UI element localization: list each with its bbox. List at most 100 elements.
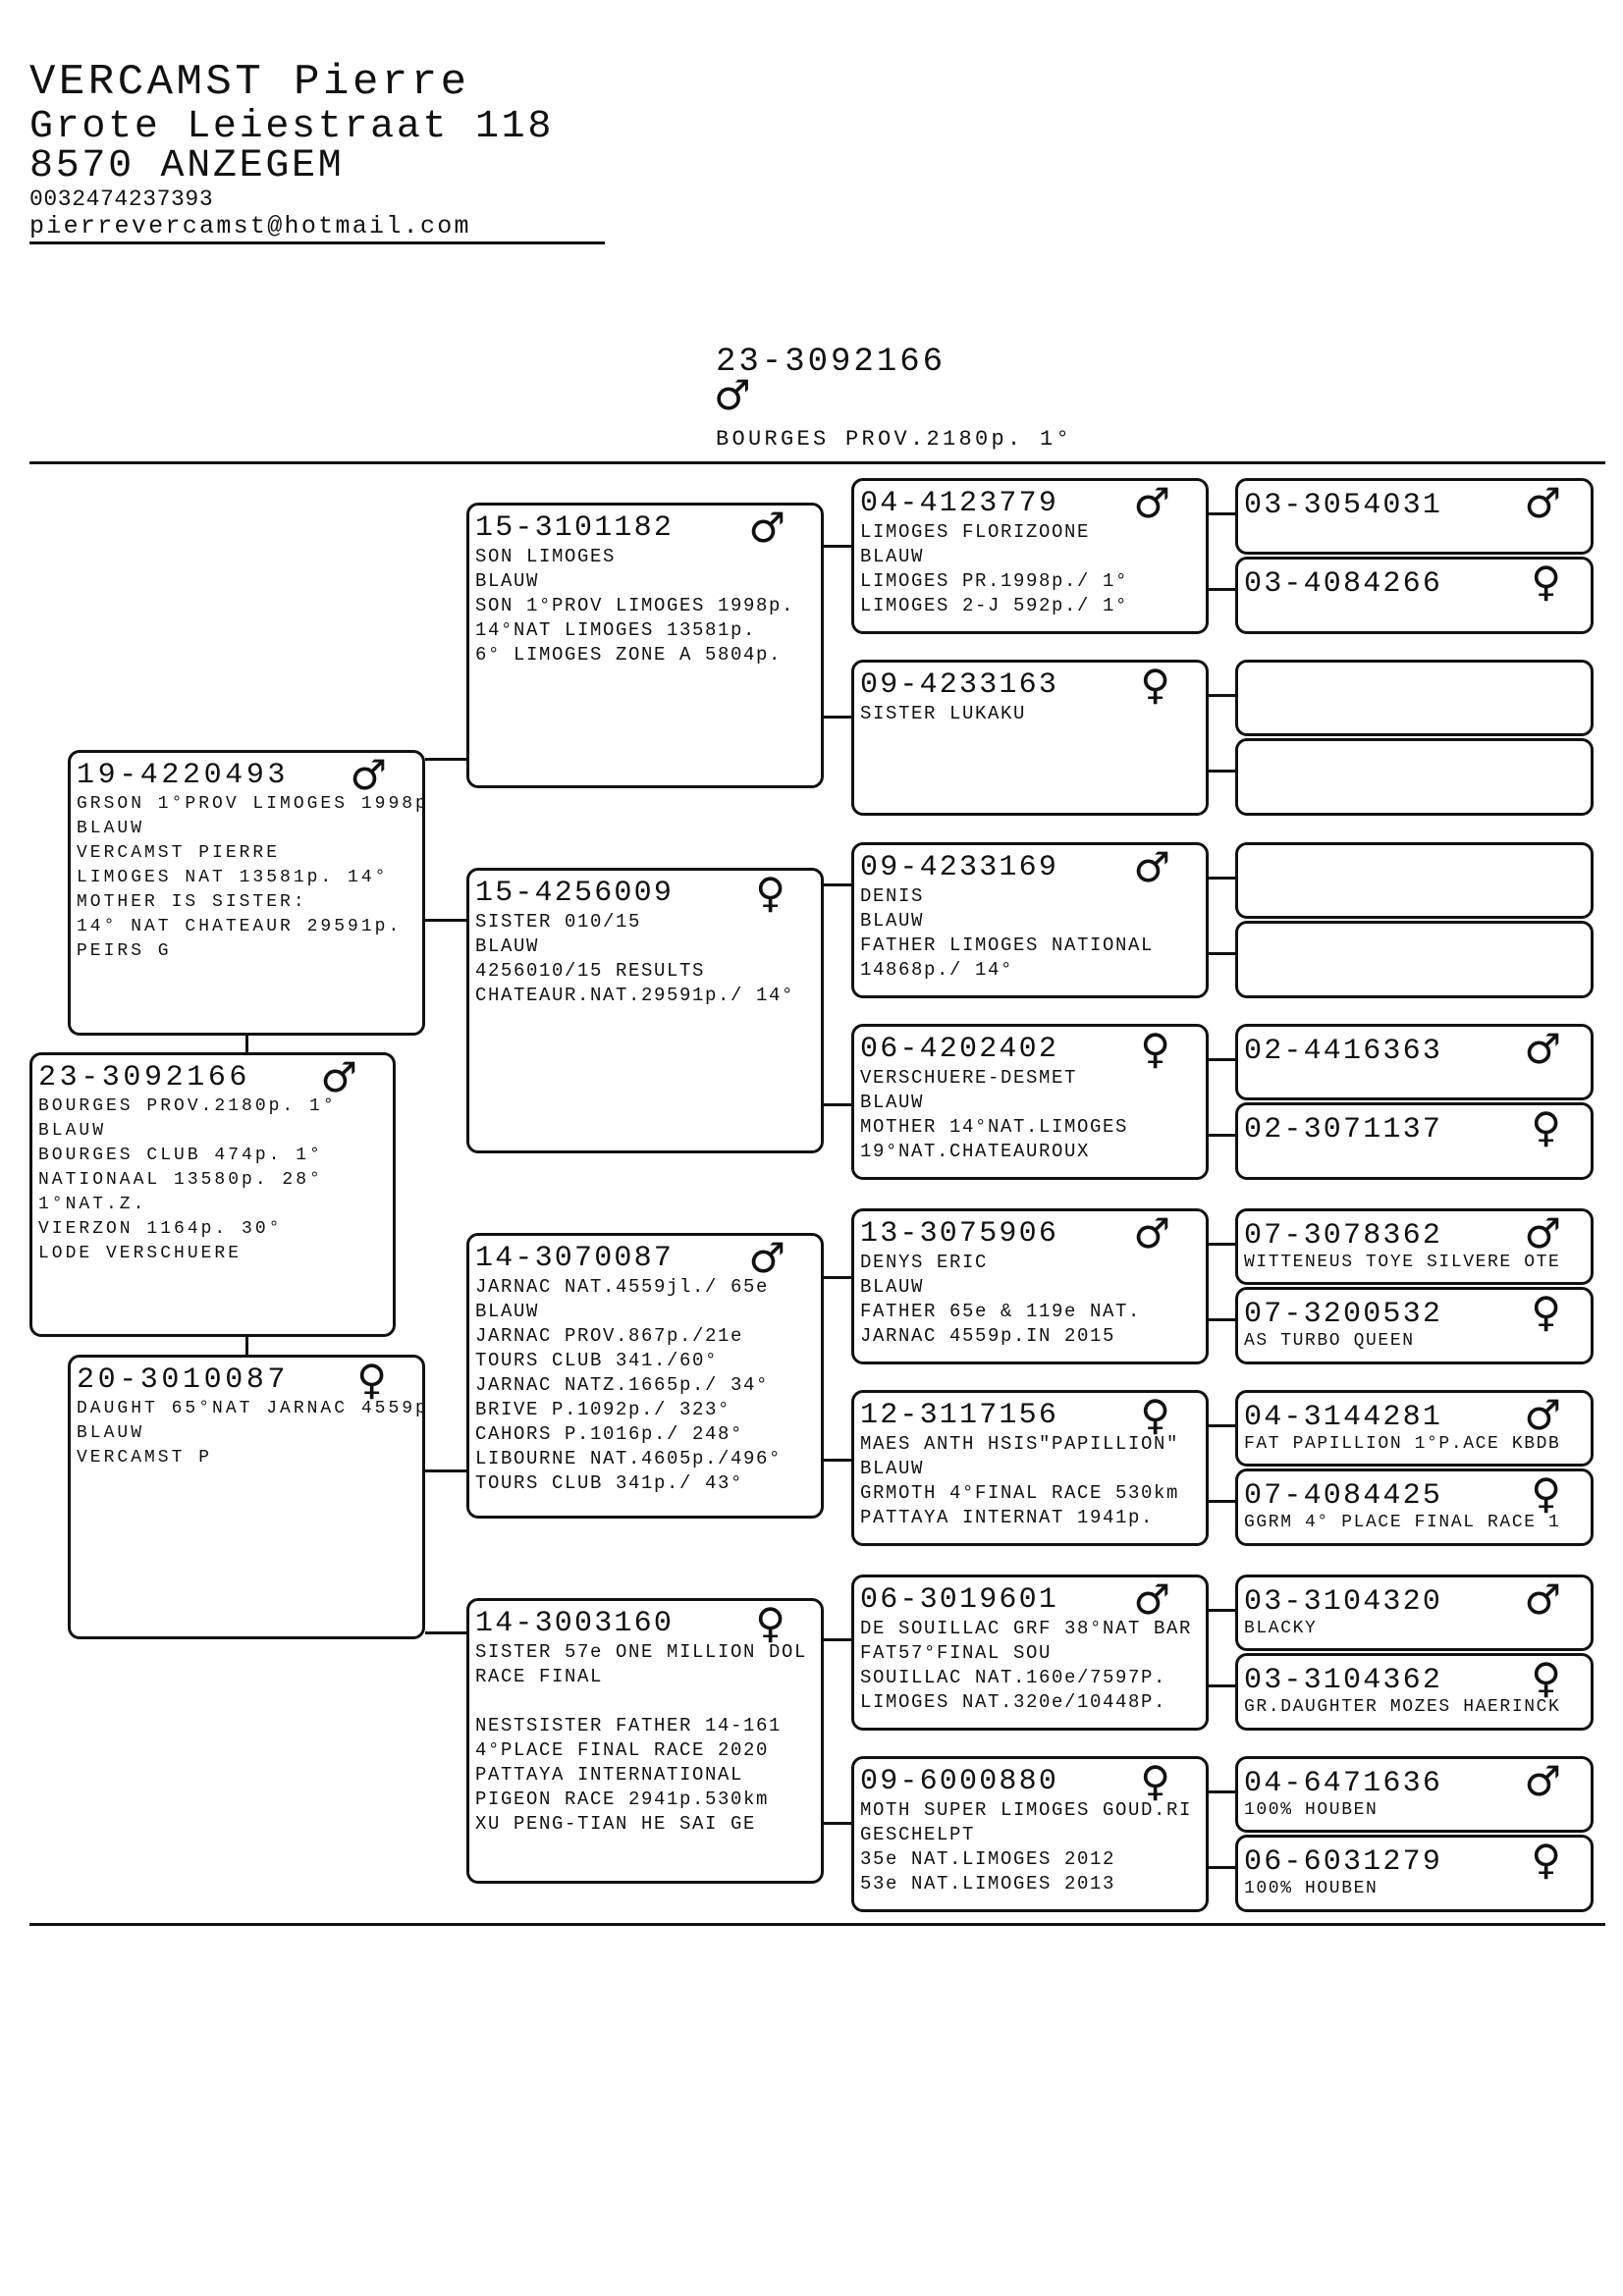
detail-line: RACE FINAL — [475, 1666, 604, 1687]
detail-line: AS TURBO QUEEN — [1244, 1331, 1415, 1351]
ancestor-card[interactable] — [1235, 842, 1594, 919]
male-symbol-icon: ♂ — [1133, 479, 1170, 527]
ancestor-card[interactable]: 07-3200532♀AS TURBO QUEEN — [1235, 1287, 1594, 1364]
ring-number: 04-3144281 — [1244, 1401, 1443, 1434]
detail-line: NATIONAAL 13580p. 28° — [38, 1170, 323, 1190]
connector-line — [1209, 1243, 1235, 1246]
detail-line — [475, 1689, 821, 1714]
detail-line: 19°NAT.CHATEAUROUX — [860, 1141, 1091, 1162]
owner-city: 8570 ANZEGEM — [29, 144, 345, 188]
ancestor-card[interactable]: 07-3078362♂WITTENEUS TOYE SILVERE OTE — [1235, 1208, 1594, 1285]
ancestor-card[interactable]: 02-3071137 ♀ — [1235, 1102, 1594, 1180]
detail-line: SON 1°PROV LIMOGES 1998p. — [475, 595, 795, 616]
great-grandparent-card[interactable]: 09-4233163♀SISTER LUKAKU — [851, 660, 1209, 816]
connector-line — [1209, 1790, 1235, 1793]
detail-line: 14° NAT CHATEAUR 29591p. — [77, 917, 403, 936]
connector-line — [425, 1469, 466, 1472]
ring-number: 02-3071137 — [1244, 1113, 1443, 1147]
connector-line — [1209, 952, 1235, 955]
subject-result: BOURGES PROV.2180p. 1° — [716, 427, 1073, 452]
connector-line — [245, 1335, 248, 1357]
detail-line: MOTH SUPER LIMOGES GOUD.RI — [860, 1799, 1193, 1821]
connector-line — [1209, 1058, 1235, 1061]
detail-line: 4256010/15 RESULTS — [475, 960, 706, 982]
connector-line — [1209, 1609, 1235, 1612]
owner-name: VERCAMST Pierre — [29, 58, 470, 107]
ancestor-card[interactable]: 04-3144281♂FAT PAPILLION 1°P.ACE KBDB — [1235, 1390, 1594, 1467]
detail-line: LIBOURNE NAT.4605p./496° — [475, 1448, 783, 1469]
ring-number: 19-4220493 — [77, 759, 290, 792]
bottom-divider — [29, 1923, 1605, 1926]
ancestor-card[interactable] — [1235, 921, 1594, 998]
ancestor-card[interactable]: 07-4084425♀GGRM 4° PLACE FINAL RACE 1 — [1235, 1468, 1594, 1546]
detail-line: CHATEAUR.NAT.29591p./ 14° — [475, 985, 795, 1006]
ancestor-card[interactable]: 06-6031279♀100% HOUBEN — [1235, 1835, 1594, 1912]
female-symbol-icon: ♀ — [1531, 1288, 1561, 1336]
detail-line: DE SOUILLAC GRF 38°NAT BAR — [860, 1618, 1193, 1639]
pigeon-details: DE SOUILLAC GRF 38°NAT BAR FAT57°FINAL SO… — [860, 1617, 1206, 1715]
male-symbol-icon: ♂ — [1524, 1209, 1561, 1257]
connector-line — [824, 883, 851, 886]
connector-line — [1209, 1500, 1235, 1503]
male-symbol-icon: ♂ — [1133, 843, 1170, 891]
detail-line: JARNAC PROV.867p./21e — [475, 1325, 744, 1347]
subject-ring-number: 23-3092166 — [716, 344, 947, 381]
male-symbol-icon: ♂ — [1524, 479, 1561, 527]
female-symbol-icon: ♀ — [1531, 1654, 1561, 1702]
ring-number: 06-6031279 — [1244, 1845, 1443, 1879]
connector-line — [824, 1459, 851, 1462]
pigeon-details: AS TURBO QUEEN — [1244, 1329, 1591, 1354]
detail-line: FAT57°FINAL SOU — [860, 1642, 1053, 1664]
connector-line — [1209, 770, 1235, 773]
ancestor-card[interactable]: 03-3104320♂BLACKY — [1235, 1575, 1594, 1651]
ancestor-card[interactable] — [1235, 660, 1594, 736]
ring-number: 23-3092166 — [38, 1061, 251, 1095]
ancestor-card[interactable]: 03-4084266♀ — [1235, 557, 1594, 634]
connector-line — [1209, 877, 1235, 880]
ring-number: 06-4202402 — [860, 1033, 1059, 1066]
detail-line: GRMOTH 4°FINAL RACE 530km — [860, 1482, 1180, 1504]
ancestor-card[interactable]: 03-3054031♂ — [1235, 478, 1594, 555]
ring-number: 15-3101182 — [475, 511, 675, 545]
detail-line: SISTER 57e ONE MILLION DOL — [475, 1641, 808, 1663]
ring-number: 14-3070087 — [475, 1242, 675, 1275]
ring-number: 09-4233163 — [860, 668, 1059, 702]
pigeon-details: BLACKY — [1244, 1617, 1591, 1641]
connector-line — [1209, 512, 1235, 515]
detail-line: SOUILLAC NAT.160e/7597P. — [860, 1667, 1167, 1688]
ancestor-card[interactable]: 03-3104362♀GR.DAUGHTER MOZES HAERINCK — [1235, 1653, 1594, 1731]
female-symbol-icon: ♀ — [1531, 1103, 1561, 1151]
ancestor-card[interactable] — [1235, 738, 1594, 816]
female-symbol-icon: ♀ — [1140, 661, 1170, 709]
ancestor-card[interactable]: 02-4416363♂ — [1235, 1024, 1594, 1100]
connector-line — [824, 1103, 851, 1106]
male-symbol-icon: ♂ — [714, 371, 751, 419]
ancestor-card[interactable]: 04-6471636♂100% HOUBEN — [1235, 1756, 1594, 1833]
detail-line: BOURGES CLUB 474p. 1° — [38, 1146, 323, 1165]
detail-line: JARNAC 4559p.IN 2015 — [860, 1325, 1116, 1347]
connector-line — [1209, 1424, 1235, 1427]
connector-line — [824, 1822, 851, 1825]
detail-line: XU PENG-TIAN HE SAI GE — [475, 1813, 757, 1835]
ring-number: 09-4233169 — [860, 851, 1059, 884]
detail-line: GR.DAUGHTER MOZES HAERINCK — [1244, 1697, 1561, 1717]
great-grandparent-card[interactable]: 12-3117156♀MAES ANTH HSIS"PAPILLION"BLAU… — [851, 1390, 1209, 1546]
